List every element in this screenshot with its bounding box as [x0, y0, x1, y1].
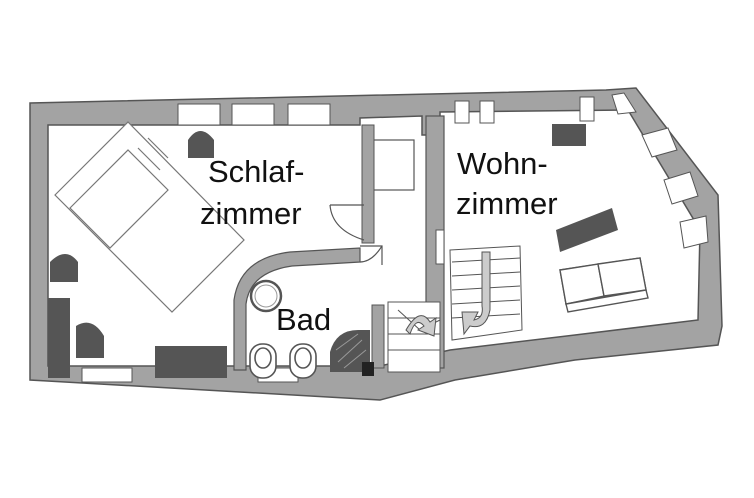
stair-arrow-left	[405, 315, 437, 337]
staircase	[387, 301, 441, 373]
shower	[330, 330, 374, 376]
bathroom-label: Bad	[276, 302, 332, 337]
bedroom-chair-low	[76, 322, 104, 358]
toilet	[249, 343, 277, 379]
windows-right	[611, 92, 709, 249]
bedroom-dresser	[155, 346, 227, 378]
bedroom-chair	[188, 131, 214, 158]
bedroom-chair-left	[50, 254, 78, 282]
living-sofa	[559, 257, 649, 313]
windows-top	[177, 96, 595, 126]
bath-curved-wall	[233, 247, 361, 371]
living-label-line1: Wohn-	[457, 146, 548, 181]
bedroom-label-line1: Schlaf-	[208, 154, 305, 189]
hall-closet	[371, 139, 415, 191]
bidet	[289, 343, 317, 379]
bedroom-label-line2: zimmer	[200, 196, 302, 231]
living-label-line2: zimmer	[456, 186, 558, 221]
bedroom-cabinet	[48, 298, 70, 378]
living-chair	[552, 124, 586, 146]
bedroom-door	[329, 204, 365, 241]
bed	[54, 121, 245, 313]
stair-arrow-right	[461, 251, 491, 336]
living-tv	[556, 208, 618, 252]
living-door-jamb	[435, 229, 445, 265]
bath-door	[359, 245, 383, 265]
bath-wall-right	[371, 304, 385, 369]
hall-wall	[361, 124, 375, 244]
